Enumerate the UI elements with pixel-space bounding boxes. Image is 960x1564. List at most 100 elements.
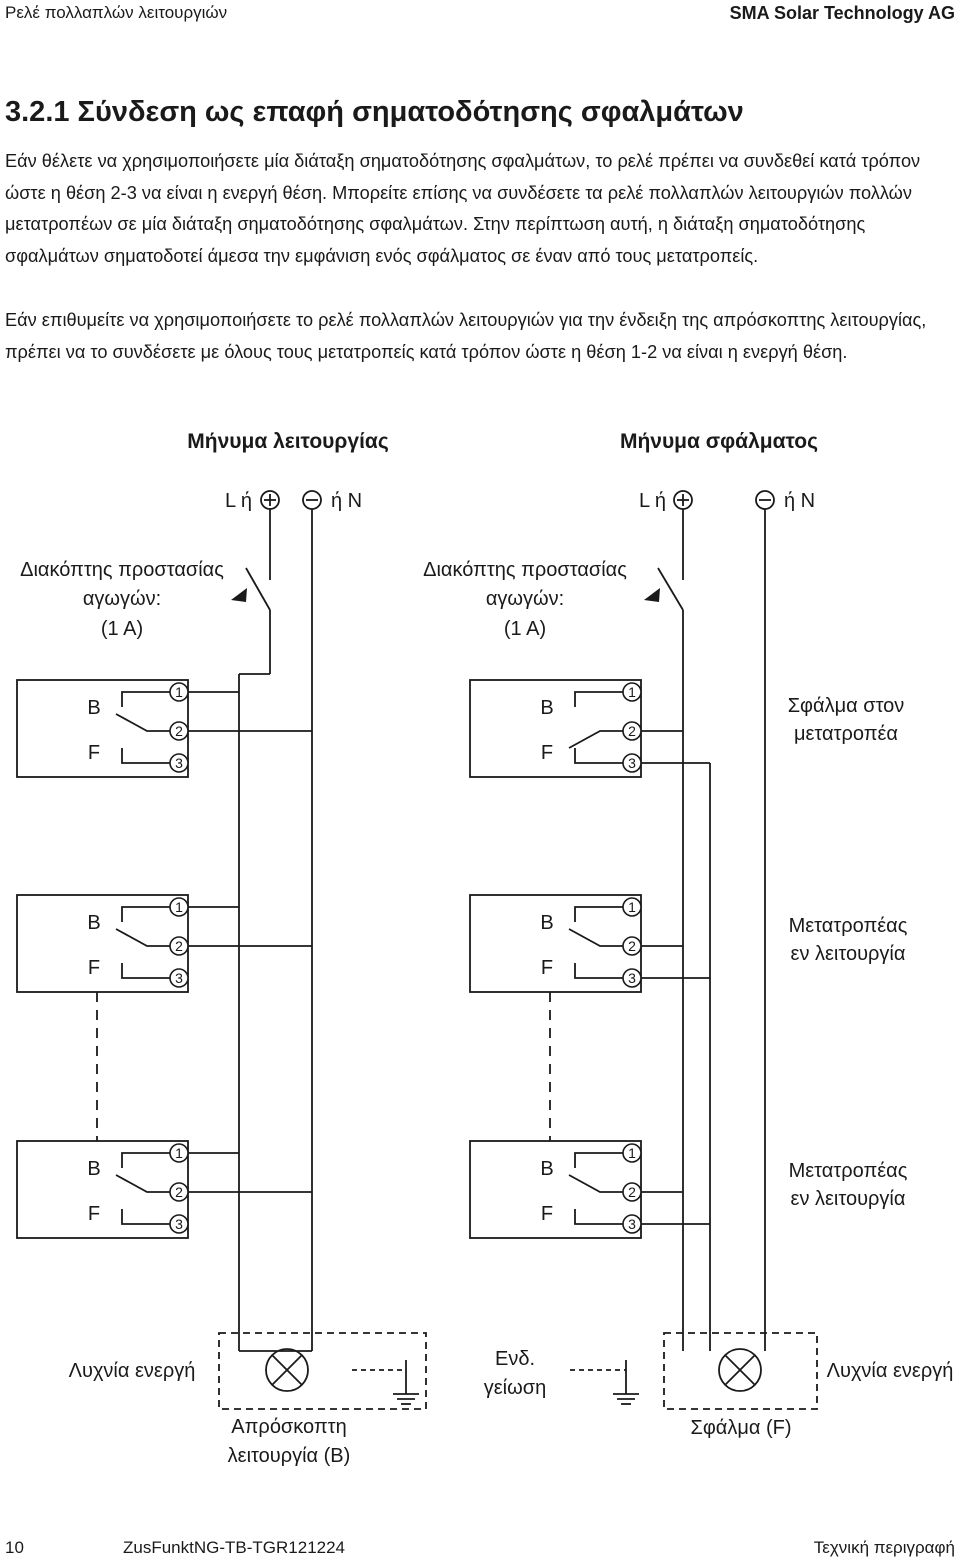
relay-contact-line — [121, 748, 179, 764]
relay-contact-line — [121, 1209, 179, 1225]
terminal-circle — [622, 968, 642, 988]
relay-b-label: B — [540, 912, 553, 934]
terminal-number: 1 — [175, 684, 183, 700]
terminal-number: 2 — [175, 938, 183, 954]
terminal-circle — [169, 682, 189, 702]
terminal-circle — [622, 897, 642, 917]
header-left-title: Ρελέ πολλαπλών λειτουργιών — [5, 3, 228, 22]
ground-label-line1: Ενδ. — [495, 1348, 535, 1370]
right-n-label: ή N — [784, 490, 815, 512]
relay-switch-arm — [115, 928, 179, 947]
terminal-number: 1 — [628, 684, 636, 700]
relay-b-label: B — [87, 1158, 100, 1180]
terminal-number: 3 — [628, 970, 636, 986]
relay-f-label: F — [88, 957, 100, 979]
terminal-circle — [622, 682, 642, 702]
left-lamp-desc-line1: Απρόσκοπτη — [231, 1416, 346, 1438]
relay-f-label: F — [541, 1203, 553, 1225]
relay-f-label: F — [541, 957, 553, 979]
row3-label-line1: Μετατροπέας — [789, 1160, 908, 1182]
terminal-circle — [622, 753, 642, 773]
terminal-circle — [622, 1143, 642, 1163]
terminal-number: 2 — [175, 723, 183, 739]
relay-b-label: B — [87, 697, 100, 719]
terminal-number: 3 — [175, 970, 183, 986]
section-title: 3.2.1 Σύνδεση ως επαφή σηματοδότησης σφα… — [5, 96, 744, 128]
terminal-number: 2 — [175, 1184, 183, 1200]
row1-label-line2: μετατροπέα — [794, 723, 898, 745]
relay-contact-line — [121, 691, 179, 707]
right-breaker-line2: αγωγών: — [486, 588, 564, 610]
relay-contact-line — [574, 906, 632, 922]
paragraph-2: Εάν επιθυμείτε να χρησιμοποιήσετε το ρελ… — [5, 310, 927, 362]
relay-f-label: F — [88, 1203, 100, 1225]
relay-switch-arm — [568, 1174, 632, 1193]
document-type: Τεχνική περιγραφή — [813, 1538, 955, 1557]
terminal-number: 1 — [175, 899, 183, 915]
terminal-circle — [169, 721, 189, 741]
terminal-circle — [169, 1143, 189, 1163]
terminal-number: 3 — [628, 1216, 636, 1232]
terminal-number: 1 — [628, 899, 636, 915]
ground-label-line2: γείωση — [484, 1377, 546, 1399]
relay-switch-arm — [115, 713, 179, 732]
row3-label-line2: εν λειτουργία — [791, 1188, 906, 1210]
page-number: 10 — [5, 1538, 24, 1557]
terminal-number: 3 — [628, 755, 636, 771]
relay-contact-line — [574, 1209, 632, 1225]
relay-switch-arm — [115, 1174, 179, 1193]
right-lamp-on-label: Λυχνία ενεργή — [827, 1360, 954, 1382]
right-breaker-line3: (1 A) — [504, 618, 546, 640]
terminal-circle — [169, 753, 189, 773]
relay-b-label: B — [540, 1158, 553, 1180]
relay-contact-line — [121, 963, 179, 979]
left-diagram-title: Μήνυμα λειτουργίας — [187, 430, 389, 453]
relay-b-label: B — [87, 912, 100, 934]
right-diagram-title: Μήνυμα σφάλματος — [620, 430, 818, 453]
document-id: ZusFunktNG-TB-TGR121224 — [123, 1538, 346, 1557]
relay-switch-arm — [568, 928, 632, 947]
relay-contact-line — [574, 1152, 632, 1168]
terminal-number: 1 — [175, 1145, 183, 1161]
relay-switch-arm — [568, 730, 632, 749]
terminal-circle — [169, 1182, 189, 1202]
terminal-circle — [169, 968, 189, 988]
terminal-circle — [169, 1214, 189, 1234]
terminal-number: 2 — [628, 938, 636, 954]
row1-label-line1: Σφάλμα στον — [788, 695, 905, 717]
terminal-number: 3 — [175, 1216, 183, 1232]
right-breaker-line1: Διακόπτης προστασίας — [423, 559, 627, 581]
terminal-circle — [622, 936, 642, 956]
terminal-circle — [169, 897, 189, 917]
header-company: SMA Solar Technology AG — [729, 3, 955, 23]
relay-b-label: B — [540, 697, 553, 719]
left-n-label: ή N — [331, 490, 362, 512]
left-breaker-line3: (1 A) — [101, 618, 143, 640]
left-l-label: L ή — [225, 490, 252, 512]
right-l-label: L ή — [639, 490, 666, 512]
relay-contact-line — [121, 1152, 179, 1168]
paragraph-1: Εάν θέλετε να χρησιμοποιήσετε μία διάταξ… — [5, 151, 921, 266]
terminal-number: 3 — [175, 755, 183, 771]
relay-contact-line — [121, 906, 179, 922]
relay-f-label: F — [88, 742, 100, 764]
terminal-circle — [622, 721, 642, 741]
terminal-number: 2 — [628, 723, 636, 739]
left-breaker-line2: αγωγών: — [83, 588, 161, 610]
row2-label-line1: Μετατροπέας — [789, 915, 908, 937]
left-lamp-on-label: Λυχνία ενεργή — [69, 1360, 196, 1382]
left-breaker-line1: Διακόπτης προστασίας — [20, 559, 224, 581]
relay-contact-line — [574, 748, 632, 764]
relay-contact-line — [574, 691, 632, 707]
terminal-number: 1 — [628, 1145, 636, 1161]
row2-label-line2: εν λειτουργία — [791, 943, 906, 965]
relay-f-label: F — [541, 742, 553, 764]
terminal-circle — [622, 1182, 642, 1202]
terminal-number: 2 — [628, 1184, 636, 1200]
terminal-circle — [169, 936, 189, 956]
relay-contact-line — [574, 963, 632, 979]
right-lamp-desc: Σφάλμα (F) — [690, 1417, 791, 1439]
left-lamp-desc-line2: λειτουργία (B) — [228, 1445, 351, 1467]
terminal-circle — [622, 1214, 642, 1234]
